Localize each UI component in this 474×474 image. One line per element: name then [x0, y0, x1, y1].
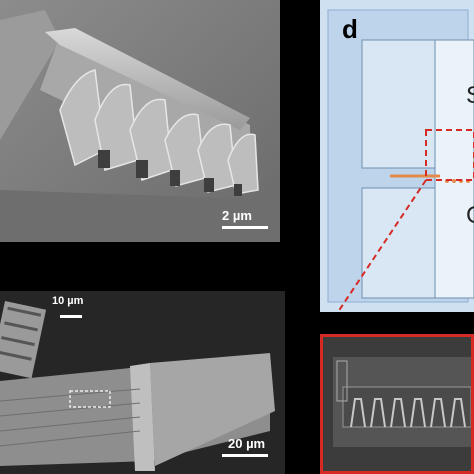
sem-image-bottom: 10 µm 20 µm	[0, 291, 285, 474]
label-upper-electrode: S	[466, 82, 474, 110]
scale-label-top: 2 µm	[222, 208, 252, 223]
micrograph-image	[323, 337, 471, 471]
panel-letter: d	[342, 14, 358, 44]
device-layout-drawing	[320, 0, 474, 312]
sem-structure-bottom	[0, 291, 285, 474]
scale-label-main: 20 µm	[228, 436, 266, 451]
scale-bar-main	[222, 454, 268, 457]
label-lower-electrode: G	[466, 202, 474, 230]
scale-bar-top	[222, 226, 268, 229]
device-layout-panel: d S G	[320, 0, 474, 312]
sem-image-top: 2 µm	[0, 0, 280, 242]
micrograph-panel	[320, 334, 474, 474]
scale-label-inset: 10 µm	[52, 295, 84, 307]
sem-structure-top	[0, 0, 280, 242]
scale-bar-inset	[60, 315, 82, 318]
